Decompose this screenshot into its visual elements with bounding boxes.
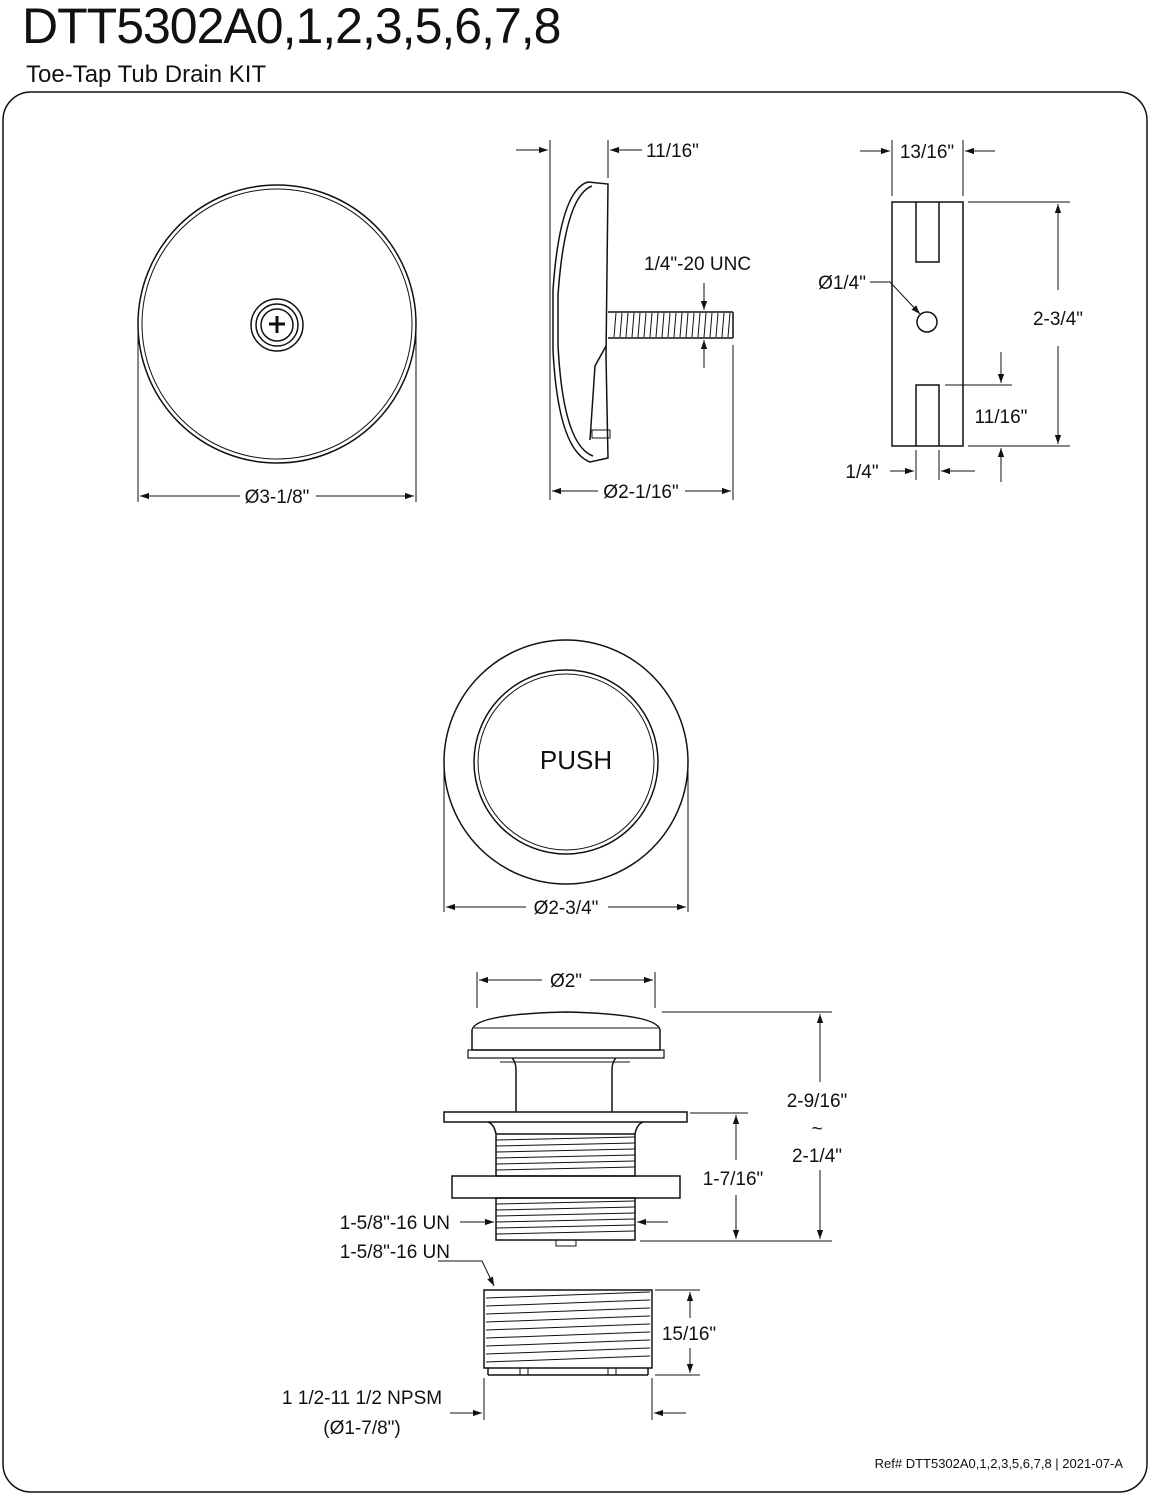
faceplate-diameter-label: Ø3-1/8" [245,487,310,508]
faceplate-thread-label: 1/4"-20 UNC [644,254,751,275]
faceplate-front-view [137,184,417,502]
product-subtitle: Toe-Tap Tub Drain KIT [26,61,267,88]
adapter-height-label: 15/16" [662,1324,716,1345]
model-number-title: DTT5302A0,1,2,3,5,6,7,8 [22,0,561,54]
drain-body-view [443,972,832,1247]
drain-height-separator: ~ [811,1119,822,1140]
bracket-slot-width-label: 1/4" [845,462,878,483]
stopper-diameter-label: Ø2-3/4" [534,898,599,919]
bracket-hole-label: Ø1/4" [818,273,866,294]
drain-height-max-label: 2-9/16" [787,1091,848,1112]
faceplate-depth-label: 11/16" [646,141,699,162]
drawing-frame [2,91,1148,1493]
push-stopper-view [443,639,689,912]
reference-footer: Ref# DTT5302A0,1,2,3,5,6,7,8 | 2021-07-A [874,1456,1123,1471]
bracket-view [860,140,1070,482]
bracket-slot-depth-label: 11/16" [975,407,1028,428]
drain-cap-diameter-label: Ø2" [550,971,582,992]
push-label: PUSH [540,745,612,775]
drain-thread-label: 1-5/8"-16 UN [340,1213,450,1234]
bracket-width-label: 13/16" [900,142,954,163]
adapter-thread-top-label: 1-5/8"-16 UN [340,1242,450,1263]
drain-height-min-label: 2-1/4" [792,1146,842,1167]
bracket-height-label: 2-3/4" [1033,309,1083,330]
adapter-view [438,1260,700,1420]
faceplate-side-diameter-label: Ø2-1/16" [603,482,678,503]
drain-thread-length-label: 1-7/16" [703,1169,764,1190]
faceplate-side-view [516,140,734,500]
adapter-diameter-label: (Ø1-7/8") [323,1418,400,1439]
adapter-thread-bottom-label: 1 1/2-11 1/2 NPSM [282,1388,442,1409]
